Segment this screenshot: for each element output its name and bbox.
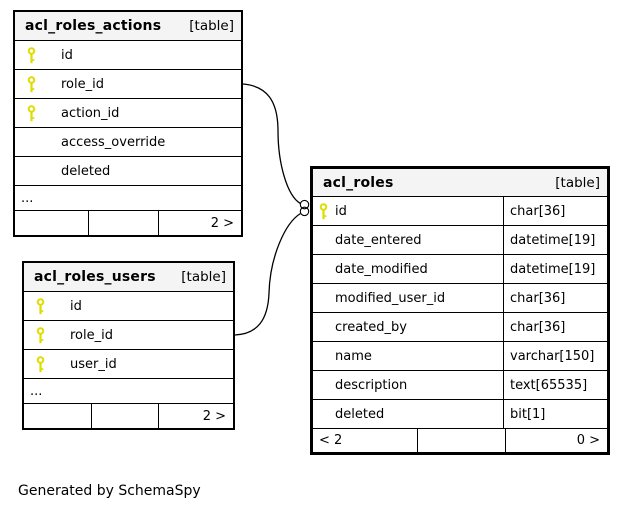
edge-endpoint-circle xyxy=(299,206,310,217)
related-tables-count: 2 > xyxy=(158,211,241,235)
more-columns-indicator: ... xyxy=(15,185,241,210)
name-cell: deleted xyxy=(313,400,503,428)
table-header: acl_roles_users [table] xyxy=(24,263,233,291)
column-name: modified_user_id xyxy=(335,290,446,306)
edge-endpoint-circle-fill xyxy=(300,207,309,216)
column-row-id: id xyxy=(24,291,233,320)
column-row-role-id: role_id xyxy=(24,320,233,349)
primary-key-icon xyxy=(27,75,36,92)
column-name: id xyxy=(335,203,347,219)
table-header: acl_roles [table] xyxy=(313,169,607,196)
edge-acl-roles-users-to-acl-roles xyxy=(234,212,301,336)
column-type: bit[1] xyxy=(503,400,607,428)
column-row-created-by: created_by char[36] xyxy=(313,312,607,341)
column-row-name: name varchar[150] xyxy=(313,341,607,370)
key-cell xyxy=(15,104,61,122)
column-name: id xyxy=(61,47,73,63)
column-name: deleted xyxy=(335,406,385,422)
name-cell: modified_user_id xyxy=(313,284,503,312)
parent-tables-count: < 2 xyxy=(319,433,343,448)
column-row-id: id xyxy=(15,40,241,69)
edge-endpoint-circle-fill xyxy=(300,200,309,209)
column-name: id xyxy=(70,298,82,314)
column-row-id: id char[36] xyxy=(313,196,607,225)
name-cell: description xyxy=(313,371,503,399)
column-name: role_id xyxy=(61,76,104,92)
table-name-link[interactable]: acl_roles_users xyxy=(34,269,156,285)
name-cell: date_entered xyxy=(313,226,503,254)
column-name: deleted xyxy=(61,163,111,179)
name-cell: created_by xyxy=(313,313,503,341)
table-name-link[interactable]: acl_roles xyxy=(323,174,394,191)
column-type: text[65535] xyxy=(503,371,607,399)
column-type: char[36] xyxy=(503,313,607,341)
column-name: description xyxy=(335,377,408,393)
column-name: access_override xyxy=(61,134,166,150)
column-row-user-id: user_id xyxy=(24,349,233,378)
name-cell: id xyxy=(313,197,503,225)
table-header: acl_roles_actions [table] xyxy=(15,12,241,40)
column-name: user_id xyxy=(70,356,117,372)
key-cell xyxy=(313,202,335,220)
primary-key-icon xyxy=(36,297,45,314)
column-name: date_modified xyxy=(335,261,428,277)
column-type: char[36] xyxy=(503,197,607,225)
primary-key-icon xyxy=(36,355,45,372)
column-type: datetime[19] xyxy=(503,226,607,254)
table-acl-roles-users[interactable]: acl_roles_users [table] id role_ xyxy=(22,261,235,430)
more-columns-indicator: ... xyxy=(24,378,233,403)
column-row-description: description text[65535] xyxy=(313,370,607,399)
table-footer: < 2 0 > xyxy=(313,428,607,452)
primary-key-icon xyxy=(27,104,36,121)
column-name: name xyxy=(335,348,372,364)
column-name: date_entered xyxy=(335,232,422,248)
key-cell xyxy=(24,355,70,373)
edge-endpoint-circle xyxy=(299,199,310,210)
column-type: varchar[150] xyxy=(503,342,607,370)
column-row-date-entered: date_entered datetime[19] xyxy=(313,225,607,254)
key-cell xyxy=(15,75,61,93)
column-name: role_id xyxy=(70,327,113,343)
related-tables-count: 2 > xyxy=(158,404,233,428)
child-tables-count: 0 > xyxy=(505,429,607,452)
table-tag: [table] xyxy=(181,269,226,285)
edge-acl-roles-actions-to-acl-roles xyxy=(242,83,301,205)
table-footer: 2 > xyxy=(24,403,233,428)
footer-cell xyxy=(15,211,88,235)
primary-key-icon xyxy=(319,202,328,219)
column-row-action-id: action_id xyxy=(15,98,241,127)
table-tag: [table] xyxy=(189,18,234,34)
footer-cell xyxy=(91,404,158,428)
key-cell xyxy=(15,46,61,64)
key-cell xyxy=(24,326,70,344)
column-type: datetime[19] xyxy=(503,255,607,283)
column-row-role-id: role_id xyxy=(15,69,241,98)
footer-cell xyxy=(24,404,91,428)
name-cell: name xyxy=(313,342,503,370)
primary-key-icon xyxy=(27,46,36,63)
column-row-date-modified: date_modified datetime[19] xyxy=(313,254,607,283)
primary-key-icon xyxy=(36,326,45,343)
column-name: action_id xyxy=(61,105,120,121)
table-acl-roles-actions[interactable]: acl_roles_actions [table] id rol xyxy=(13,10,243,237)
table-name-link[interactable]: acl_roles_actions xyxy=(25,18,162,34)
column-row-deleted: deleted bit[1] xyxy=(313,399,607,428)
table-tag: [table] xyxy=(555,174,600,191)
footer-cell xyxy=(417,429,505,452)
name-cell: date_modified xyxy=(313,255,503,283)
key-cell xyxy=(24,297,70,315)
column-row-deleted: deleted xyxy=(15,156,241,185)
footer-cell xyxy=(88,211,158,235)
generated-by-caption: Generated by SchemaSpy xyxy=(18,483,201,499)
table-acl-roles[interactable]: acl_roles [table] id char[36] date_enter… xyxy=(310,166,610,455)
column-name: created_by xyxy=(335,319,407,335)
table-footer: 2 > xyxy=(15,210,241,235)
column-row-access-override: access_override xyxy=(15,127,241,156)
column-type: char[36] xyxy=(503,284,607,312)
column-row-modified-user-id: modified_user_id char[36] xyxy=(313,283,607,312)
